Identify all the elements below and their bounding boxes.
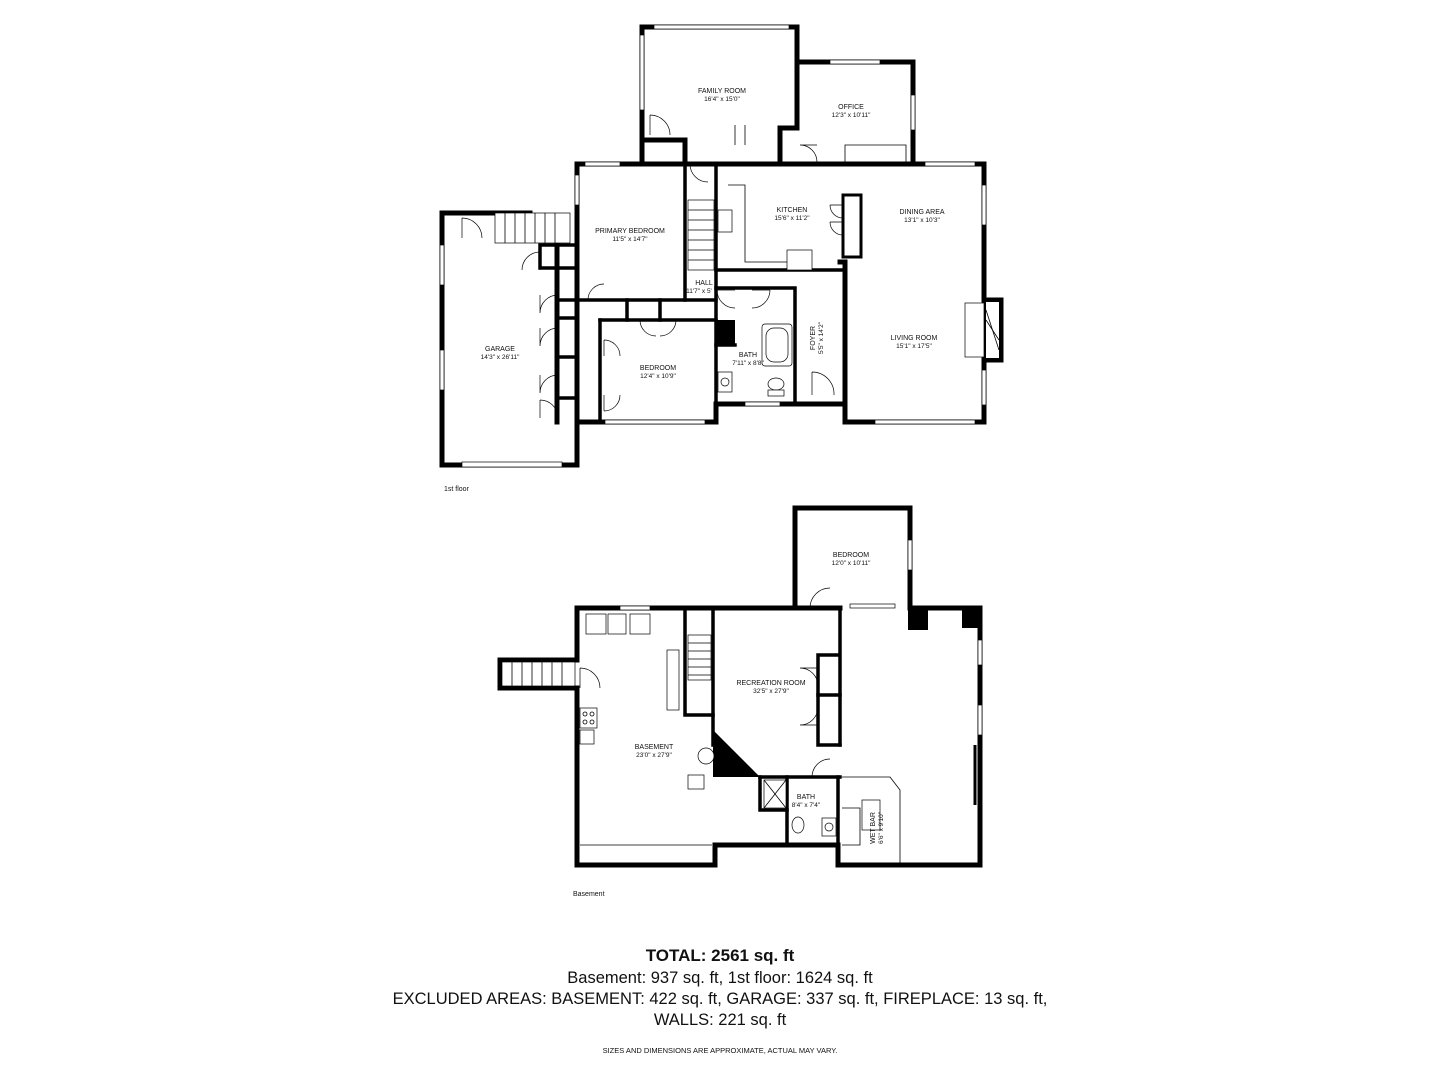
room-name-garage: GARAGE: [485, 346, 515, 353]
room-name-wet-bar: WET BAR: [870, 812, 877, 844]
room-dim-living-room: 15'1" x 17'5": [896, 343, 932, 350]
room-name-foyer: FOYER: [810, 326, 817, 350]
disclaimer-text: SIZES AND DIMENSIONS ARE APPROXIMATE, AC…: [602, 1046, 838, 1055]
room-dim-recreation-room: 32'5" x 27'9": [753, 688, 789, 695]
room-name-office: OFFICE: [838, 104, 864, 111]
foyer-label: FOYER 5'5" x 14'2": [810, 321, 825, 354]
room-dim-bath: 7'11" x 8'8": [732, 360, 764, 367]
room-dim-office: 12'3" x 10'11": [832, 112, 871, 119]
excluded-areas-line: EXCLUDED AREAS: BASEMENT: 422 sq. ft, GA…: [392, 990, 1048, 1008]
walls-area-line: WALLS: 221 sq. ft: [653, 1011, 787, 1029]
room-dim-basement-bedroom: 12'0" x 10'11": [832, 560, 871, 567]
room-name-bedroom: BEDROOM: [640, 365, 676, 372]
office-walls: [777, 59, 916, 165]
family-room-walls: [639, 24, 800, 165]
room-name-recreation-room: RECREATION ROOM: [736, 680, 805, 687]
floor-plan-drawing: FAMILY ROOM 16'4" x 15'0" OFFICE 12'3" x…: [439, 24, 1004, 898]
room-dim-family: 16'4" x 15'0": [704, 96, 740, 103]
garage-walls: [439, 210, 580, 468]
room-dim-bedroom: 12'4" x 10'9": [640, 373, 676, 380]
room-dim-hall: 11'7" x 5': [686, 288, 712, 295]
room-dim-foyer: 5'5" x 14'2": [818, 321, 825, 354]
first-floor-plan: [439, 24, 1004, 468]
room-name-basement-bedroom: BEDROOM: [833, 552, 869, 559]
floor-areas-line: Basement: 937 sq. ft, 1st floor: 1624 sq…: [567, 969, 873, 987]
room-name-hall: HALL: [695, 280, 713, 287]
room-dim-basement: 23'0" x 27'9": [636, 752, 672, 759]
room-name-family: FAMILY ROOM: [698, 88, 746, 95]
room-name-kitchen: KITCHEN: [777, 207, 808, 214]
basement-plan: [497, 505, 983, 868]
basement-main-walls: [574, 603, 983, 868]
room-name-primary-bedroom: PRIMARY BEDROOM: [595, 228, 665, 235]
room-name-living-room: LIVING ROOM: [891, 335, 938, 342]
wet-bar-label: WET BAR 6'6" x 9'10": [870, 811, 885, 844]
garage-stair-treads: [504, 213, 556, 243]
main-house-walls: [574, 161, 1004, 425]
first-floor-interior-walls: [575, 114, 863, 424]
basement-interior-walls: [579, 606, 901, 865]
room-dim-basement-bath: 8'4" x 7'4": [792, 802, 821, 809]
room-name-bath: BATH: [739, 352, 757, 359]
basement-room-labels: BEDROOM 12'0" x 10'11" RECREATION ROOM 3…: [573, 552, 885, 898]
total-area: TOTAL: 2561 sq. ft: [645, 946, 795, 965]
first-floor-room-labels: FAMILY ROOM 16'4" x 15'0" OFFICE 12'3" x…: [444, 88, 945, 493]
room-name-basement-bath: BATH: [797, 794, 815, 801]
room-dim-dining-area: 13'1" x 10'3": [904, 217, 940, 224]
room-dim-primary-bedroom: 11'5" x 14'7": [612, 236, 648, 243]
room-dim-wet-bar: 6'6" x 9'10": [878, 811, 885, 844]
first-floor-stair-treads: [688, 209, 714, 261]
room-dim-garage: 14'3" x 26'11": [481, 354, 520, 361]
floor-caption-first: 1st floor: [444, 486, 470, 493]
room-name-basement: BASEMENT: [635, 744, 674, 751]
room-name-dining-area: DINING AREA: [899, 209, 944, 216]
basement-exterior-stairs: [497, 657, 601, 691]
floor-caption-basement: Basement: [573, 891, 605, 898]
room-dim-kitchen: 15'6" x 11'2": [774, 215, 810, 222]
